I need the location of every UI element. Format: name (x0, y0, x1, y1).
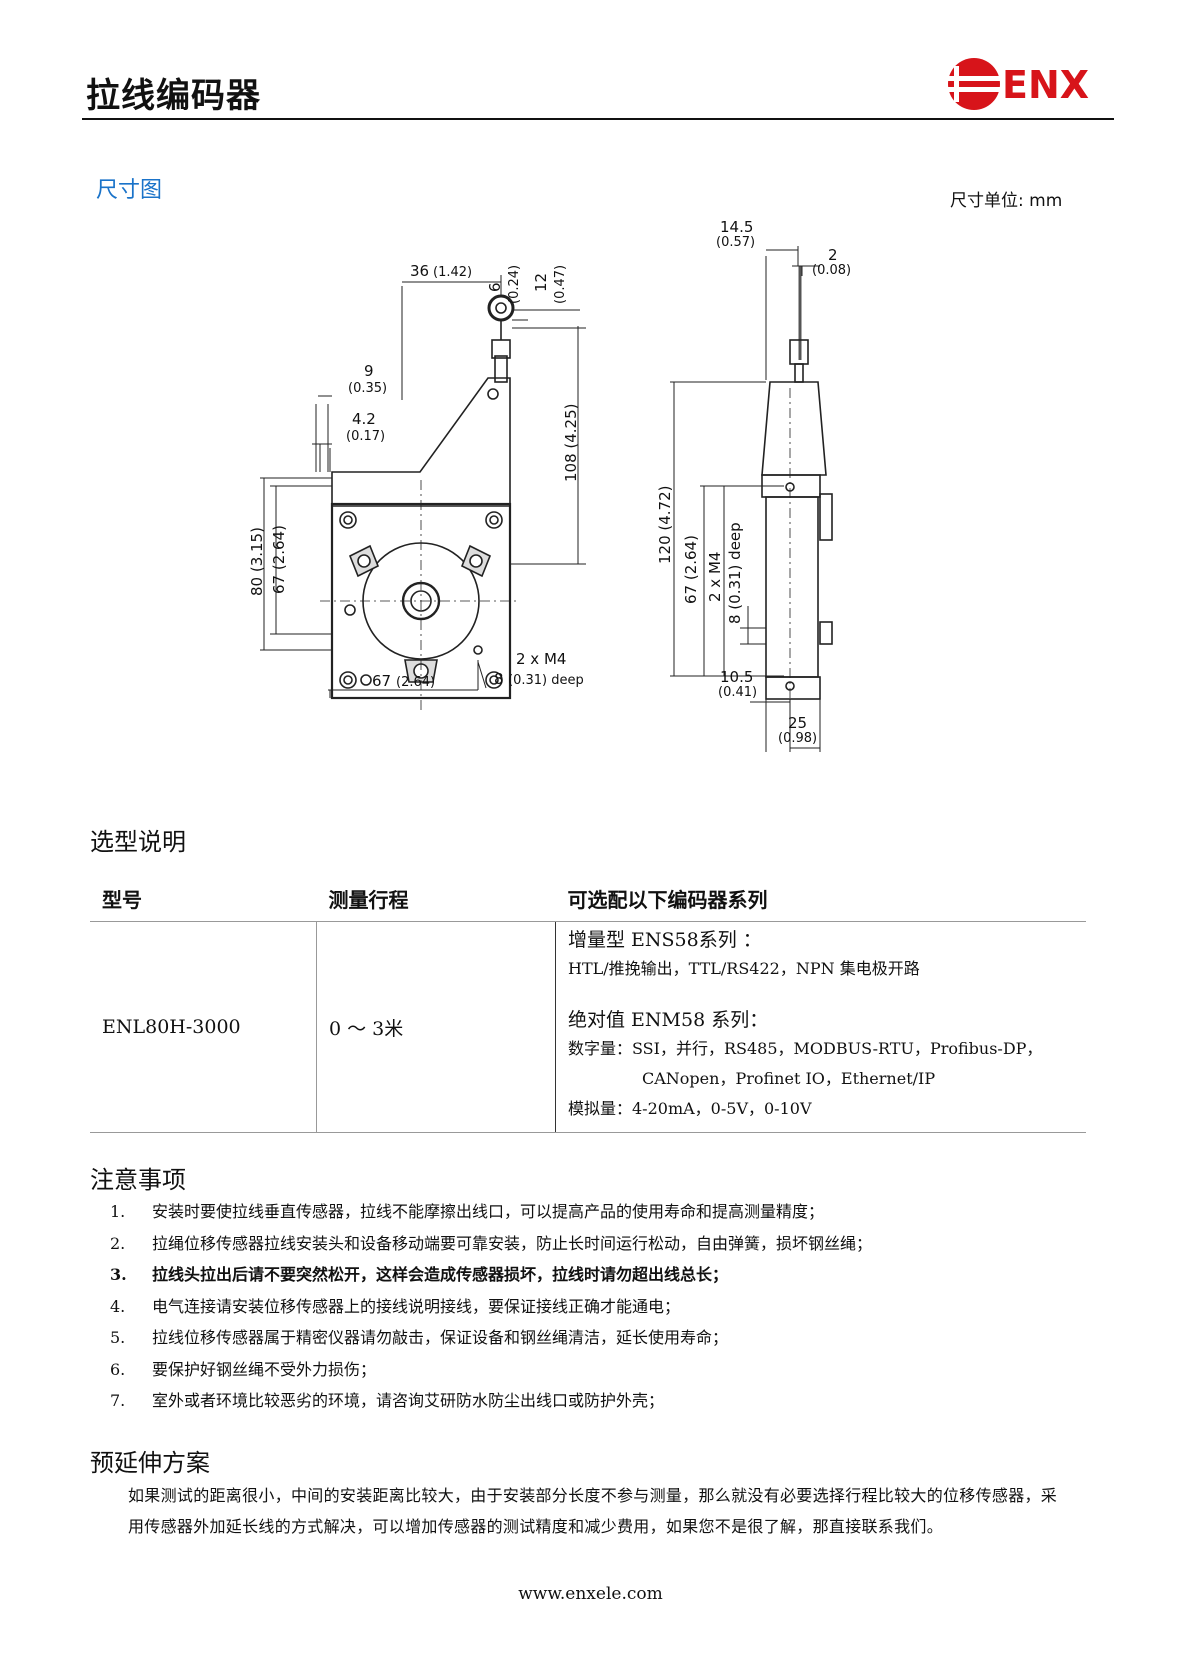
table-row: ENL80H-3000 0 ～ 3米 增量型 ENS58系列 ： HTL/推挽输… (90, 921, 1086, 1133)
selection-heading: 选型说明 (90, 828, 186, 856)
digital-line-2: CANopen，Profinet IO，Ethernet/IP (642, 1069, 936, 1088)
col-encoder: 可选配以下编码器系列 (555, 878, 1086, 922)
cable-stem (494, 355, 508, 383)
page-title: 拉线编码器 (86, 76, 261, 116)
encoder-cell: 增量型 ENS58系列 ： HTL/推挽输出，TTL/RS422，NPN 集电极… (555, 921, 1086, 1133)
svg-text:9: 9 (364, 362, 374, 380)
digital-line-1: 数字量：SSI，并行，RS485，MODBUS-RTU，Profibus-DP， (568, 1039, 1043, 1058)
bracket-screw (487, 388, 499, 400)
side-lower-housing (765, 496, 819, 678)
svg-text:6: 6 (486, 282, 504, 292)
svg-text:120 (4.72): 120 (4.72) (656, 485, 674, 564)
svg-text:(1.42): (1.42) (433, 265, 472, 280)
selection-table: 型号 测量行程 可选配以下编码器系列 ENL80H-3000 0 ～ 3米 增量… (90, 878, 1086, 1133)
footer-url[interactable]: www.enxele.com (518, 1584, 663, 1604)
notes-list: 1.安装时要使拉线垂直传感器，拉线不能摩擦出线口，可以提高产品的使用寿命和提高测… (110, 1196, 1070, 1417)
list-item: 4.电气连接请安装位移传感器上的接线说明接线，要保证接线正确才能通电； (110, 1296, 681, 1316)
model-cell: ENL80H-3000 (90, 921, 317, 1133)
extension-heading: 预延伸方案 (90, 1449, 210, 1477)
svg-text:2 x M4: 2 x M4 (706, 552, 724, 602)
svg-text:(2.64): (2.64) (396, 675, 435, 690)
svg-text:67 (2.64): 67 (2.64) (270, 525, 288, 594)
unit-label: 尺寸单位: mm (950, 191, 1063, 211)
dim-top-width: 36 (410, 262, 429, 280)
col-model: 型号 (90, 878, 317, 922)
dimension-heading: 尺寸图 (96, 178, 163, 203)
svg-text:(0.24): (0.24) (507, 265, 522, 304)
svg-text:(0.57): (0.57) (716, 235, 755, 250)
svg-text:(0.41): (0.41) (718, 685, 757, 700)
svg-text:(0.17): (0.17) (346, 429, 385, 444)
list-item: 1.安装时要使拉线垂直传感器，拉线不能摩擦出线口，可以提高产品的使用寿命和提高测… (110, 1202, 825, 1221)
svg-text:80 (3.15): 80 (3.15) (250, 527, 266, 596)
range-cell: 0 ～ 3米 (316, 921, 556, 1133)
list-item: 5.拉线位移传感器属于精密仪器请勿敲击，保证设备和钢丝绳清洁，延长使用寿命； (110, 1328, 729, 1347)
svg-text:(0.35): (0.35) (348, 381, 387, 396)
svg-text:67: 67 (372, 672, 391, 690)
svg-text:8 (0.31) deep: 8 (0.31) deep (726, 522, 744, 624)
svg-text:12: 12 (532, 273, 550, 292)
extension-text: 如果测试的距离很小，中间的安装距离比较大，由于安装部分长度不参与测量，那么就没有… (128, 1486, 1058, 1536)
svg-text:2 x M4: 2 x M4 (516, 650, 566, 668)
svg-text:108 (4.25): 108 (4.25) (562, 403, 580, 482)
svg-text:8: 8 (494, 670, 504, 688)
svg-text:(0.08): (0.08) (812, 263, 851, 278)
dimension-drawing: 36 (1.42) 6 (0.24) 12 (0.47) 108 (4.25) … (250, 220, 851, 752)
svg-text:(0.47): (0.47) (553, 265, 568, 304)
side-view (761, 266, 833, 715)
analog-line: 模拟量：4-20mA，0-5V，0-10V (568, 1099, 812, 1118)
incremental-detail: HTL/推挽输出，TTL/RS422，NPN 集电极开路 (568, 959, 920, 978)
header-divider (82, 118, 1114, 120)
svg-text:(0.98): (0.98) (778, 731, 817, 746)
list-item: 7.室外或者环境比较恶劣的环境，请咨询艾研防水防尘出线口或防护外壳； (110, 1391, 665, 1410)
svg-text:25: 25 (788, 714, 807, 732)
list-item: 2.拉绳位移传感器拉线安装头和设备移动端要可靠安装，防止长时间运行松动，自由弹簧… (110, 1233, 873, 1253)
svg-text:67 (2.64): 67 (2.64) (682, 535, 700, 604)
incremental-title: 增量型 ENS58系列 ： (568, 929, 762, 951)
svg-text:(0.31) deep: (0.31) deep (508, 673, 584, 688)
col-range: 测量行程 (316, 878, 556, 922)
svg-text:10.5: 10.5 (720, 668, 753, 686)
list-item: 6.要保护好钢丝绳不受外力损伤； (110, 1359, 377, 1379)
enx-logo: ENX (948, 58, 1089, 110)
absolute-title: 绝对值 ENM58 系列： (568, 1009, 769, 1031)
svg-text:14.5: 14.5 (720, 220, 753, 236)
logo-text: ENX (1002, 63, 1089, 107)
list-item: 3.拉线头拉出后请不要突然松开，这样会造成传感器损坏，拉线时请勿超出线总长； (110, 1265, 729, 1284)
notes-heading: 注意事项 (90, 1166, 186, 1194)
side-upper-housing (761, 381, 827, 476)
svg-text:2: 2 (828, 246, 838, 264)
svg-text:4.2: 4.2 (352, 410, 376, 428)
